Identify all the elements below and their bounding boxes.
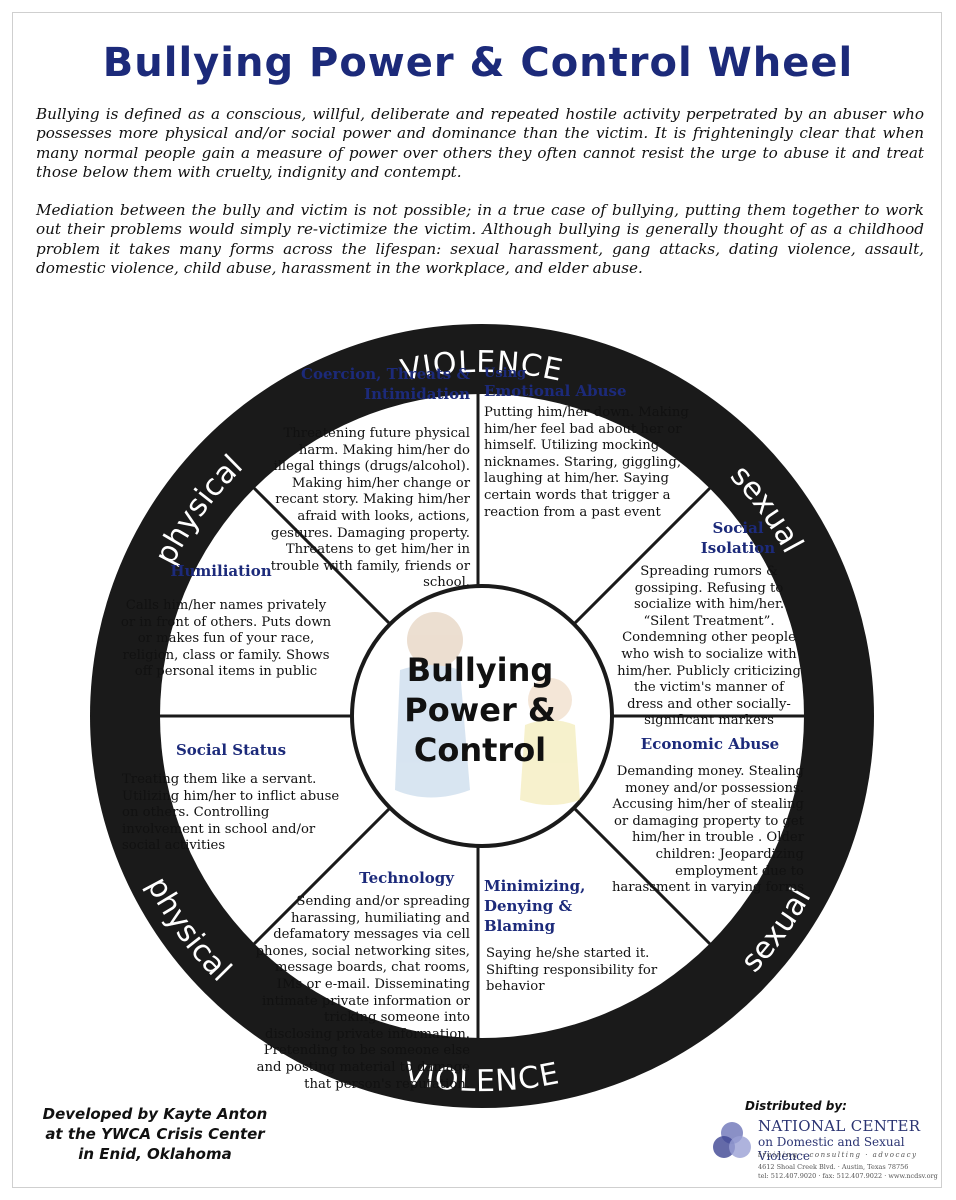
bullying-illustration: [395, 612, 580, 805]
segment-body: Demanding money. Stealing money and/or p…: [611, 764, 804, 896]
segment-humiliation: Humiliation: [150, 561, 292, 581]
credit-line-3: in Enid, Oklahoma: [78, 1145, 232, 1163]
segment-economic: Economic Abuse: [612, 734, 808, 754]
segment-isolation-body: Spreading rumors & gossiping. Refusing t…: [614, 564, 804, 730]
ncdsv-address: 4612 Shoal Creek Blvd. · Austin, Texas 7…: [758, 1163, 909, 1171]
segment-heading: Coercion, Threats & Intimidation: [301, 365, 470, 403]
ncdsv-subtitle: on Domestic and Sexual Violence: [758, 1135, 905, 1163]
hub-label: Bullying Power & Control: [360, 650, 600, 770]
segment-coercion-body: Threatening future physical harm. Making…: [262, 426, 470, 592]
segment-body: Sending and/or spreading harassing, humi…: [255, 894, 470, 1092]
hub-line-2: Power &: [404, 691, 556, 729]
segment-isolation: Social Isolation: [688, 518, 788, 558]
credit-line-1: Developed by Kayte Anton: [42, 1105, 268, 1123]
credit-block: Developed by Kayte Anton at the YWCA Cri…: [20, 1104, 290, 1164]
ncdsv-logo-block: NATIONAL CENTER on Domestic and Sexual V…: [710, 1115, 940, 1185]
ncdsv-contact: tel: 512.407.9020 · fax: 512.407.9022 · …: [758, 1172, 938, 1180]
intro-paragraph-2: Mediation between the bully and victim i…: [36, 201, 924, 278]
wheel-hub: [350, 584, 614, 848]
segment-body: Saying he/she started it. Shifting respo…: [486, 946, 658, 995]
segment-heading: Humiliation: [170, 562, 272, 580]
segment-status: Social Status: [156, 740, 306, 760]
segment-body: Putting him/her down. Making him/her fee…: [484, 405, 689, 520]
segment-economic-body: Demanding money. Stealing money and/or p…: [600, 764, 804, 897]
credit-line-2: at the YWCA Crisis Center: [45, 1125, 265, 1143]
segment-humiliation-body: Calls him/her names privately or in fron…: [118, 598, 334, 681]
segment-status-body: Treating them like a servant. Utilizing …: [122, 772, 340, 855]
ncdsv-name: NATIONAL CENTER: [758, 1117, 921, 1135]
segment-heading: Economic Abuse: [640, 735, 780, 753]
segment-heading: Technology: [359, 869, 454, 887]
page-title: Bullying Power & Control Wheel: [102, 40, 854, 86]
intro-paragraph-1: Bullying is defined as a conscious, will…: [36, 105, 924, 182]
segment-technology-body: Sending and/or spreading harassing, humi…: [254, 894, 470, 1093]
segment-body: Threatening future physical harm. Making…: [270, 426, 470, 591]
segment-emotional: Using Emotional Abuse Putting him/her do…: [484, 366, 699, 521]
segment-technology: Technology: [330, 868, 454, 888]
segment-heading: Minimizing, Denying & Blaming: [484, 877, 586, 935]
ncdsv-tagline: training · consulting · advocacy: [758, 1151, 918, 1159]
segment-coercion: Coercion, Threats & Intimidation: [278, 364, 470, 404]
segment-heading: Social Isolation: [700, 519, 776, 557]
segment-body: Calls him/her names privately or in fron…: [120, 598, 332, 680]
segment-minimizing-body: Saying he/she started it. Shifting respo…: [486, 946, 666, 996]
segment-body: Spreading rumors & gossiping. Refusing t…: [617, 564, 801, 729]
segment-heading: Emotional Abuse: [484, 382, 627, 400]
segment-heading-small: Using: [484, 366, 527, 381]
segment-minimizing: Minimizing, Denying & Blaming: [484, 876, 594, 936]
hub-line-1: Bullying: [406, 651, 554, 689]
ncdsv-logo-icon: [713, 1122, 751, 1158]
hub-line-3: Control: [413, 731, 547, 769]
segment-heading: Social Status: [175, 741, 287, 759]
segment-body: Treating them like a servant. Utilizing …: [122, 772, 340, 854]
distributed-by-label: Distributed by:: [745, 1099, 847, 1113]
page-frame: [12, 12, 942, 1188]
